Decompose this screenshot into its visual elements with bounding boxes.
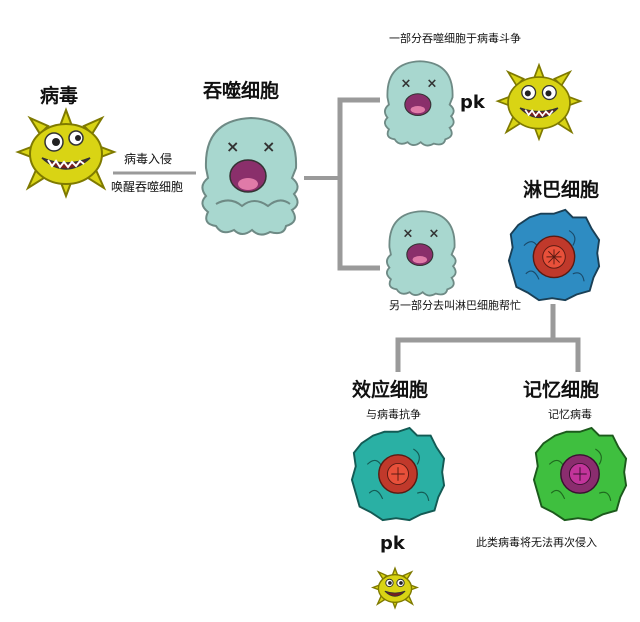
phagocyte-icon: × ×: [201, 116, 299, 236]
wake-phagocyte-label: 唤醒吞噬细胞: [111, 180, 184, 194]
no-reinvade-label: 此类病毒将无法再次侵入: [476, 536, 597, 549]
svg-text:×: ×: [262, 137, 275, 156]
branch-to-effector-and-memory: [395, 337, 581, 372]
phagocyte-calling-icon: × ×: [386, 210, 457, 297]
fight-part-label: 一部分吞噬细胞于病毒斗争: [389, 32, 521, 45]
lymphocyte-title: 淋巴细胞: [523, 179, 600, 201]
svg-text:×: ×: [427, 76, 438, 91]
svg-text:×: ×: [226, 137, 239, 156]
virus-invade-label: 病毒入侵: [124, 152, 173, 166]
phagocyte-title: 吞噬细胞: [203, 80, 280, 102]
pk-bottom-label: pk: [380, 533, 405, 554]
pk-top-label: pk: [460, 92, 485, 113]
branch-to-two-phagocytes: [337, 97, 380, 271]
svg-text:×: ×: [400, 76, 411, 91]
effector-cell-title: 效应细胞: [352, 379, 429, 401]
virus-title: 病毒: [40, 85, 79, 107]
lymphocyte-icon: [507, 208, 601, 302]
effector-cell-icon: [350, 426, 446, 522]
small-virus-icon: [370, 566, 420, 610]
svg-text:×: ×: [402, 226, 413, 241]
virus-icon: [15, 107, 117, 199]
memory-cell-title: 记忆细胞: [523, 379, 600, 401]
virus-opponent-icon: [495, 62, 583, 142]
call-lymph-label: 另一部分去叫淋巴细胞帮忙: [389, 299, 521, 312]
phagocyte-fighting-icon: × ×: [384, 60, 455, 147]
svg-text:×: ×: [429, 226, 440, 241]
fight-virus-label: 与病毒抗争: [366, 408, 421, 421]
memory-cell-icon: [532, 426, 628, 522]
memorize-virus-label: 记忆病毒: [548, 408, 592, 421]
